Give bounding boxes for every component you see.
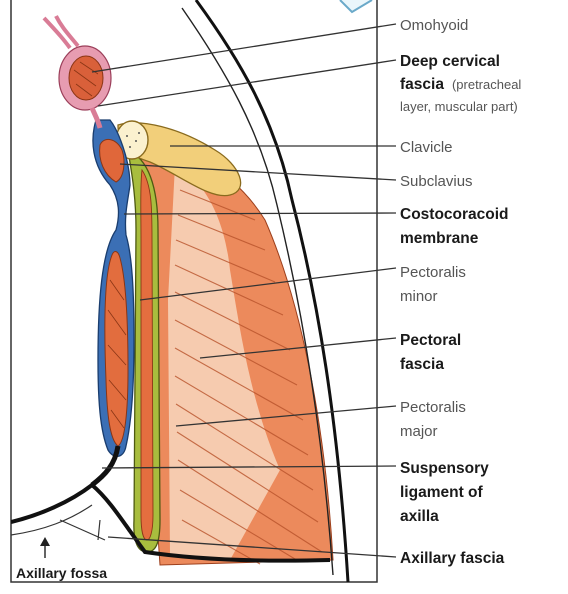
label-suspensory-line3: axilla <box>400 508 439 525</box>
label-pectoralis-major-line1: Pectoralis <box>400 399 466 416</box>
label-pectoral-fascia-line1: Pectoral <box>400 332 461 349</box>
label-subclavius: Subclavius <box>400 173 473 190</box>
label-suspensory-line2: ligament of <box>400 484 484 501</box>
label-costocoracoid-line1: Costocoracoid <box>400 206 509 223</box>
label-pectoral-fascia-line2: fascia <box>400 356 444 373</box>
label-pectoralis-minor-line2: minor <box>400 288 438 305</box>
pectoralis-minor-muscle <box>105 252 128 446</box>
label-axillary-fascia: Axillary fascia <box>400 550 505 567</box>
pectoral-inner-muscle <box>141 170 153 540</box>
label-deep-cervical-line2: fascia (pretracheal <box>400 76 521 93</box>
label-suspensory-line1: Suspensory <box>400 460 489 477</box>
label-deep-cervical-line3: layer, muscular part) <box>400 99 518 114</box>
label-costocoracoid-line2: membrane <box>400 230 479 247</box>
label-omohyoid: Omohyoid <box>400 17 468 34</box>
label-axillary-fossa: Axillary fossa <box>16 565 107 581</box>
label-deep-cervical-line1: Deep cervical <box>400 53 500 70</box>
label-pectoralis-minor-line1: Pectoralis <box>400 264 466 281</box>
omohyoid-muscle <box>69 56 103 100</box>
label-pectoralis-major-line2: major <box>400 423 438 440</box>
label-clavicle: Clavicle <box>400 139 453 156</box>
